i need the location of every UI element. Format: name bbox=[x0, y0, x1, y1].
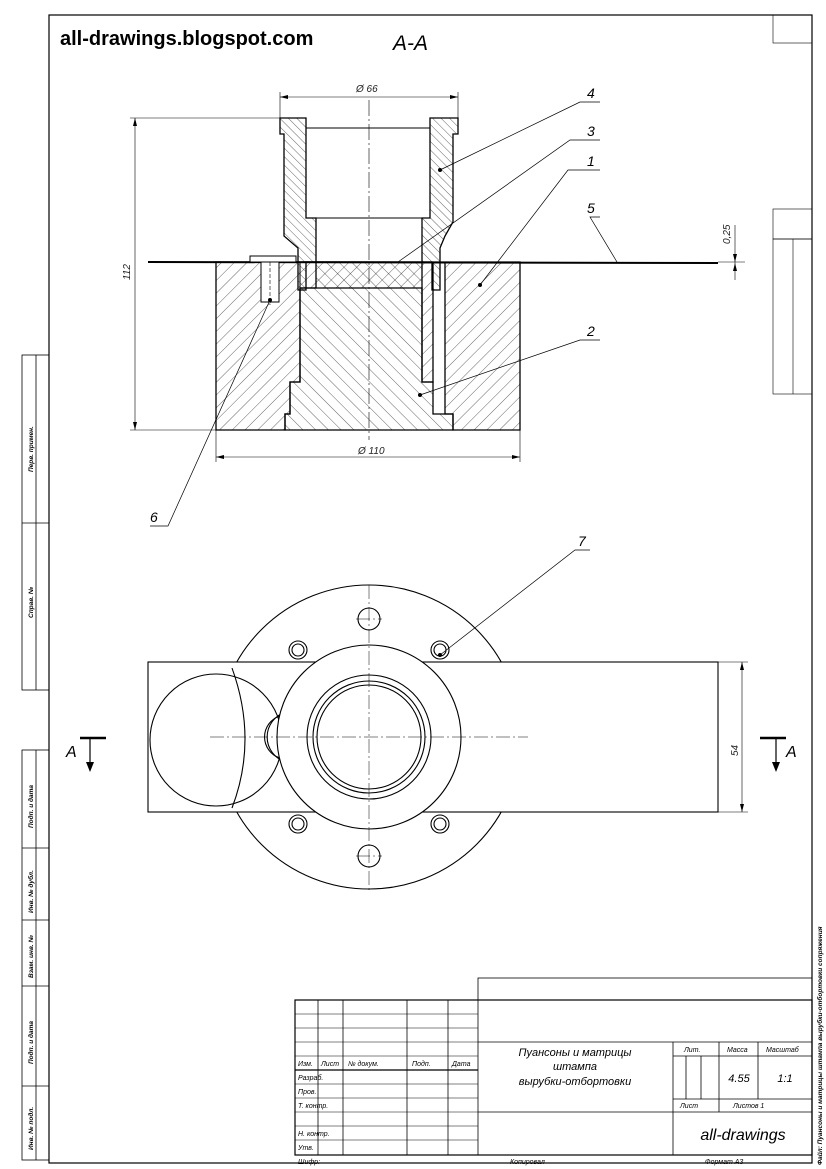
callout-7: 7 bbox=[578, 533, 587, 549]
tb-sheets-label: Листов 1 bbox=[732, 1103, 764, 1110]
tb-row-norm-control: Н. контр. bbox=[298, 1131, 330, 1138]
tb-copied-label: Копировал bbox=[510, 1159, 545, 1166]
tb-col-date: Дата bbox=[451, 1061, 471, 1068]
side-stamp-label-2: Справ. № bbox=[28, 586, 35, 618]
tb-cipher-label: Шифр: bbox=[298, 1159, 320, 1166]
section-title: A-A bbox=[391, 32, 428, 55]
dim-bottom-diameter: Ø 110 bbox=[357, 446, 385, 457]
tb-title-line-2: штампа bbox=[553, 1061, 597, 1073]
website-label: all-drawings.blogspot.com bbox=[60, 28, 313, 50]
callout-1: 1 bbox=[587, 153, 595, 169]
tb-title-line-1: Пуансоны и матрицы bbox=[519, 1047, 632, 1059]
section-view: Ø 66 Ø 110 112 0,25 4 3 1 5 2 6 7 bbox=[122, 84, 745, 657]
callout-2: 2 bbox=[586, 323, 595, 339]
tb-row-developer: Разраб. bbox=[298, 1074, 323, 1082]
tb-scale-value: 1:1 bbox=[777, 1073, 792, 1085]
side-stamp-label-6: Подп. и дата bbox=[27, 1021, 35, 1064]
tb-col-list: Лист bbox=[320, 1061, 339, 1068]
dim-height: 112 bbox=[122, 264, 133, 280]
section-mark-right: A bbox=[785, 744, 797, 761]
tb-mass-header: Масса bbox=[727, 1047, 748, 1054]
callout-5: 5 bbox=[587, 200, 595, 216]
side-stamp-label-4: Инв. № дубл. bbox=[27, 870, 35, 913]
section-mark-left: A bbox=[65, 744, 77, 761]
tb-format-label: Формат А3 bbox=[705, 1159, 743, 1166]
bushing-right-wall bbox=[421, 117, 459, 291]
side-stamp-label-5: Взам. инв. № bbox=[28, 935, 35, 978]
tb-row-checker: Пров. bbox=[298, 1089, 317, 1096]
dim-sheet-thickness: 0,25 bbox=[722, 224, 733, 244]
dim-width: 54 bbox=[730, 744, 741, 756]
callout-3: 3 bbox=[587, 123, 595, 139]
tb-mass-value: 4.55 bbox=[728, 1073, 750, 1085]
tb-col-sign: Подп. bbox=[412, 1060, 431, 1068]
side-stamp-label-3: Подп. и дата bbox=[27, 785, 35, 828]
tb-col-doc: № докум. bbox=[348, 1060, 379, 1068]
tb-lit-header: Лит. bbox=[683, 1047, 700, 1054]
section-marker-left bbox=[80, 736, 106, 772]
tb-sheet-label: Лист bbox=[679, 1103, 698, 1110]
tb-company: all-drawings bbox=[700, 1127, 785, 1144]
section-marker-right bbox=[760, 736, 786, 772]
tb-scale-header: Масштаб bbox=[766, 1046, 800, 1054]
tb-row-approved: Утв. bbox=[297, 1145, 314, 1152]
dim-top-diameter: Ø 66 bbox=[355, 84, 378, 95]
tb-title-line-3: вырубки-отбортовки bbox=[519, 1076, 631, 1088]
tb-col-izm: Изм. bbox=[298, 1061, 313, 1068]
callout-6: 6 bbox=[150, 509, 158, 525]
callout-4: 4 bbox=[587, 85, 595, 101]
side-stamp-label-1: Перв. примен. bbox=[28, 426, 35, 472]
file-note: Файл: Пуансоны и матрицы штампа вырубки-… bbox=[816, 926, 824, 1165]
sheet-strip bbox=[147, 261, 719, 264]
side-stamp-label-7: Инв. № подл. bbox=[27, 1107, 35, 1150]
side-stamp bbox=[21, 354, 50, 1161]
tb-row-tech-control: Т. контр. bbox=[298, 1103, 328, 1110]
plan-view bbox=[147, 584, 748, 890]
title-block bbox=[294, 977, 813, 1156]
